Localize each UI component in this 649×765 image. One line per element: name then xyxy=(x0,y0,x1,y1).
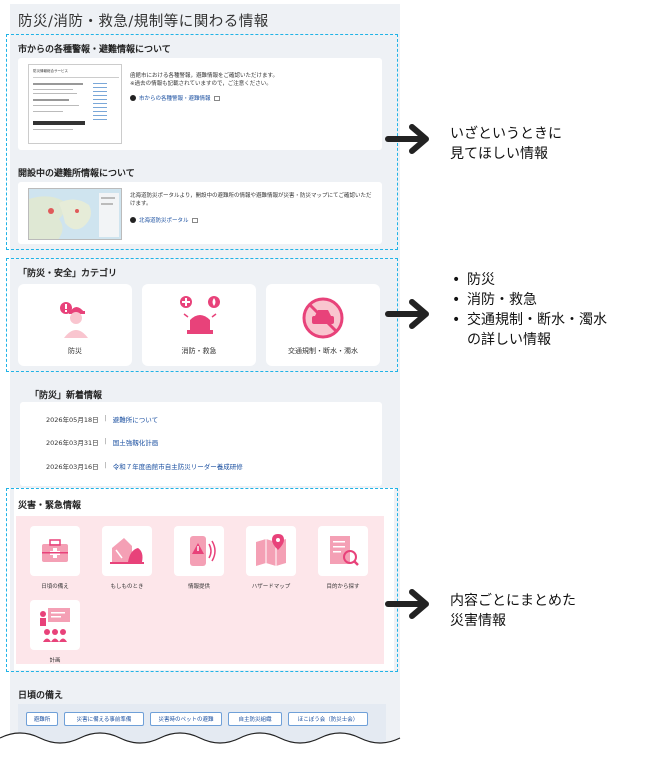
category-label: 交通規制・断水・濁水 xyxy=(288,347,358,355)
tile-label: 日頃の備え xyxy=(41,584,69,590)
collapsed-house-icon xyxy=(110,538,144,564)
news-row[interactable]: 2026年03月16日 | 令和７年度函館市自主防災リーダー養成研修 xyxy=(46,461,243,471)
tile-label: 目的から探す xyxy=(326,584,360,590)
warnings-thumbnail[interactable]: 防災情報総合サービス xyxy=(28,64,122,144)
category-disaster-prevention[interactable]: 防災 xyxy=(18,284,132,366)
news-separator: | xyxy=(104,437,107,445)
external-link-icon xyxy=(213,95,220,101)
tile-emergency[interactable] xyxy=(102,526,152,576)
preparation-button[interactable]: 自主防災組織 xyxy=(228,712,282,726)
news-card xyxy=(20,402,382,486)
callout-line: 見てほしい情報 xyxy=(450,146,548,162)
tile-label: 情報提供 xyxy=(187,584,210,590)
external-link-icon xyxy=(191,217,198,223)
callout-bullet: 交通規制・断水・濁水 xyxy=(450,310,607,330)
first-aid-kit-icon xyxy=(42,539,68,562)
news-row[interactable]: 2026年03月31日 | 国土強靱化計画 xyxy=(46,437,158,447)
callout-categories: 防災 消防・救急 交通規制・断水・濁水 の詳しい情報 xyxy=(450,270,607,350)
highlight-categories xyxy=(6,258,398,372)
disaster-heading: 災害・緊急情報 xyxy=(18,501,82,511)
preparation-button[interactable]: ほこぼう会（防災士会） xyxy=(288,712,368,726)
news-title-link[interactable]: 避難所について xyxy=(112,416,159,424)
news-date: 2026年05月18日 xyxy=(46,416,99,424)
document-search-icon xyxy=(330,536,359,566)
disaster-grid: 日頃の備え もしものとき 情報提供 xyxy=(16,516,384,664)
screenshot-panel: 防災/消防・救急/規制等に関わる情報 市からの各種警報・避難情報について 防災情… xyxy=(10,4,400,744)
warnings-description: 函館市における各種警報，避難情報をご確認いただけます。 ※過去の情報も記載されて… xyxy=(130,73,278,87)
preparation-heading: 日頃の備え xyxy=(18,691,64,701)
shelters-card: 北海道防災ポータルより，開設中の避難所の情報や避難情報が災害・防災マップにてご確… xyxy=(18,182,382,244)
person-helmet-icon xyxy=(60,302,88,338)
category-heading: 「防災・安全」カテゴリ xyxy=(18,269,118,279)
tile-label: もしものとき xyxy=(110,584,144,590)
presentation-meeting-icon xyxy=(40,608,70,642)
arrow-circle-icon xyxy=(130,95,136,101)
tile-label: ハザードマップ xyxy=(251,584,291,590)
tile-hazard-map[interactable] xyxy=(246,526,296,576)
arrow-right-icon xyxy=(385,124,429,154)
callout-line: 内容ごとにまとめた xyxy=(450,593,576,609)
tile-plan[interactable] xyxy=(30,600,80,650)
callout-line: の詳しい情報 xyxy=(467,332,551,348)
news-date: 2026年03月16日 xyxy=(46,463,99,471)
phone-alert-icon xyxy=(190,536,216,566)
arrow-right-icon xyxy=(385,589,429,619)
thumbnail-title: 防災情報総合サービス xyxy=(33,69,68,73)
shelters-description: 北海道防災ポータルより，開設中の避難所の情報や避難情報が災害・防災マップにてご確… xyxy=(130,193,372,207)
tile-label: 計画 xyxy=(49,658,61,664)
page-title: 防災/消防・救急/規制等に関わる情報 xyxy=(18,14,269,30)
no-entry-car-icon xyxy=(302,297,344,339)
preparation-button[interactable]: 災害に備える事前準備 xyxy=(64,712,144,726)
shelters-link-label: 北海道防災ポータル xyxy=(139,218,189,224)
siren-icon xyxy=(180,296,220,334)
category-label: 消防・救急 xyxy=(181,347,217,355)
news-row[interactable]: 2026年05月18日 | 避難所について xyxy=(46,414,158,424)
news-date: 2026年03月31日 xyxy=(46,439,99,447)
highlight-disaster-info xyxy=(6,488,398,672)
map-pin-icon xyxy=(256,534,286,566)
news-title-link[interactable]: 令和７年度函館市自主防災リーダー養成研修 xyxy=(112,463,243,471)
callout-bullet: 防災 xyxy=(450,270,607,290)
arrow-circle-icon xyxy=(130,217,136,223)
preparation-button[interactable]: 避難所 xyxy=(26,712,58,726)
callout-disaster: 内容ごとにまとめた 災害情報 xyxy=(450,591,576,631)
highlight-emergency-info xyxy=(6,34,398,250)
category-label: 防災 xyxy=(68,347,82,355)
tile-preparation[interactable] xyxy=(30,526,80,576)
tile-information[interactable] xyxy=(174,526,224,576)
callout-line: 災害情報 xyxy=(450,613,506,629)
category-traffic-water[interactable]: 交通規制・断水・濁水 xyxy=(266,284,380,366)
shelters-heading: 開設中の避難所情報について xyxy=(18,169,135,179)
arrow-right-icon xyxy=(385,299,429,329)
news-separator: | xyxy=(104,414,107,422)
warnings-link[interactable]: 市からの各種警報・避難情報 xyxy=(130,94,220,102)
category-fire-emergency[interactable]: 消防・救急 xyxy=(142,284,256,366)
shelters-link[interactable]: 北海道防災ポータル xyxy=(130,216,198,224)
preparation-button[interactable]: 災害時のペットの避難 xyxy=(150,712,222,726)
warnings-heading: 市からの各種警報・避難情報について xyxy=(18,45,171,55)
callout-emergency: いざというときに 見てほしい情報 xyxy=(450,124,562,164)
callout-line: いざというときに xyxy=(450,126,562,142)
shelters-map-thumbnail[interactable] xyxy=(28,188,122,240)
news-title-link[interactable]: 国土強靱化計画 xyxy=(112,439,159,447)
warnings-link-label: 市からの各種警報・避難情報 xyxy=(139,96,211,102)
preparation-buttons: 避難所 災害に備える事前準備 災害時のペットの避難 自主防災組織 ほこぼう会（防… xyxy=(26,712,386,726)
tile-search-by-purpose[interactable] xyxy=(318,526,368,576)
torn-edge xyxy=(0,732,420,765)
callout-bullet: 消防・救急 xyxy=(450,290,607,310)
warnings-card: 防災情報総合サービス 函館市における各種警報，避難情報をご確認いただけます。 ※… xyxy=(18,58,382,150)
news-separator: | xyxy=(104,461,107,469)
map-graphic xyxy=(29,189,121,239)
news-heading: 「防災」新着情報 xyxy=(30,391,103,401)
